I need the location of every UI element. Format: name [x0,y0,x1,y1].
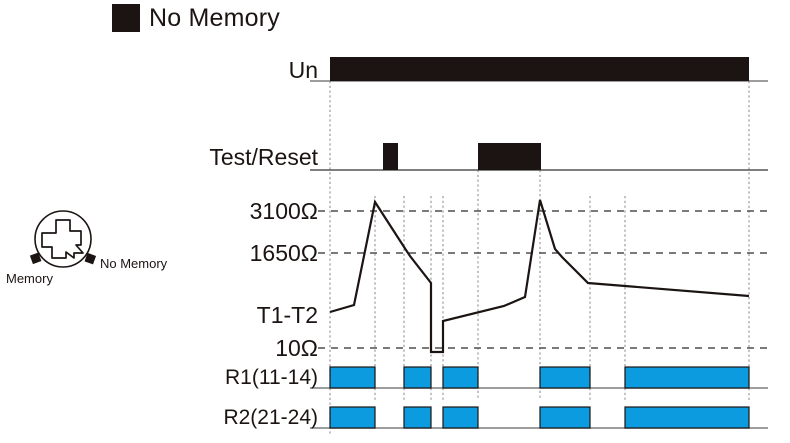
y-axis-label-10: 10Ω [275,335,318,361]
dial-label-memory: Memory [6,271,53,286]
r1-pulse [624,366,750,389]
row-test-reset [310,143,768,171]
row-label-un: Un [288,57,318,83]
row-label-t1-t2: T1-T2 [256,302,318,328]
row-label-r1: R1(11-14) [225,366,318,389]
test-reset-pulse [478,143,541,170]
r1-pulse [403,366,432,389]
row-r1 [310,366,768,389]
r1-pulse [442,366,479,389]
y-axis-label-1650: 1650Ω [249,240,318,266]
r2-pulse [539,406,591,429]
filled-square-icon [112,4,140,32]
r2-pulse [442,406,479,429]
rotary-selector-dial-icon [29,210,97,268]
vertical-gridlines [329,81,750,436]
r2-pulse [403,406,432,429]
r2-pulse [624,406,750,429]
y-axis-label-3100: 3100Ω [249,198,318,224]
r1-pulse [539,366,591,389]
legend-label: No Memory [149,4,280,32]
row-label-r2: R2(21-24) [223,406,318,429]
horizontal-gridlines [318,210,768,349]
row-t1-t2 [329,199,750,354]
r2-pulse [329,406,376,429]
r1-pulse [329,366,376,389]
rotary-dial-group: Memory No Memory [4,206,172,294]
dial-label-no-memory: No Memory [100,256,168,271]
t1-t2-curve [329,199,750,354]
row-label-test-reset: Test/Reset [209,144,318,170]
un-pulse [330,57,749,81]
row-r2 [310,406,768,429]
test-reset-pulse [383,143,398,170]
legend: No Memory [112,4,280,32]
row-un [310,57,768,82]
